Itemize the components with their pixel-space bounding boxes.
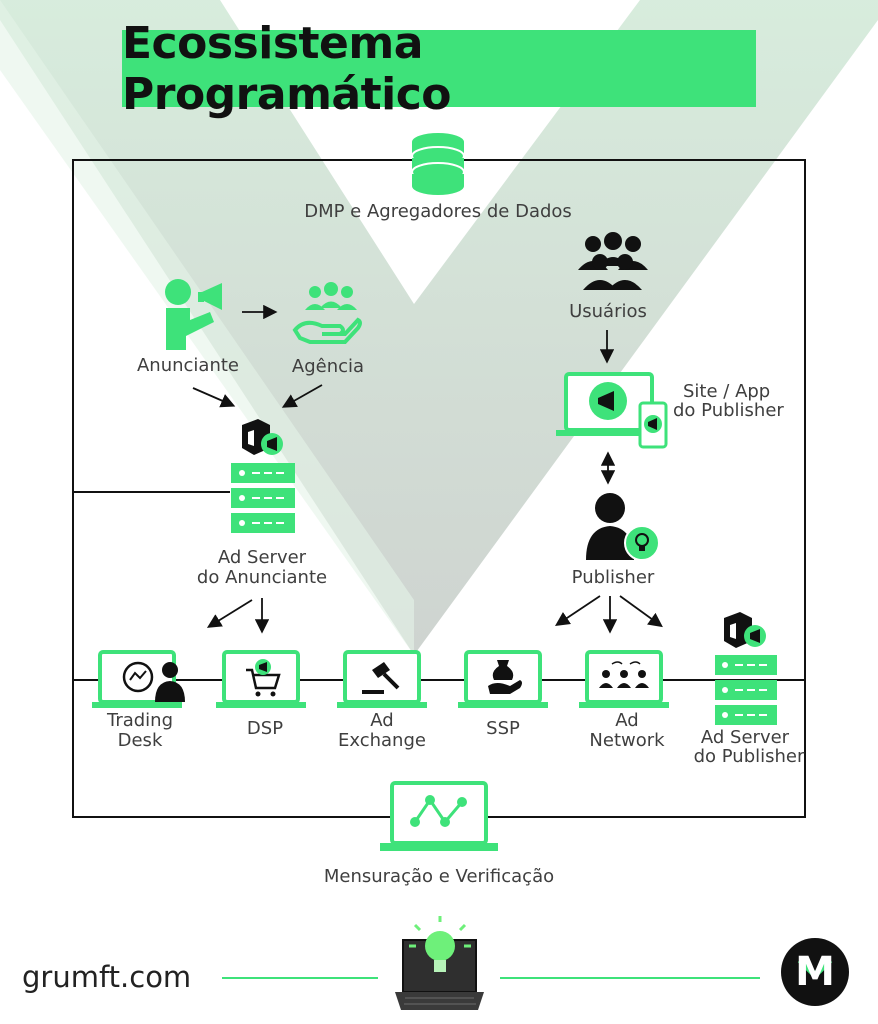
label-ad-network: Ad <box>615 710 639 731</box>
funnel-v-shape <box>0 0 878 655</box>
label-trading-desk: Trading <box>106 710 174 731</box>
label-dmp: DMP e Agregadores de Dados <box>304 201 572 222</box>
label-ad-server-anunciante-sub: do Anunciante <box>196 567 328 588</box>
advertiser-megaphone-icon <box>165 279 222 350</box>
label-mensuracao: Mensuração e Verificação <box>323 866 555 887</box>
arrow-publisher-adserverpub <box>619 595 663 628</box>
idea-laptop-icon <box>395 916 484 1010</box>
brand-logo <box>781 938 849 1006</box>
arrow-adserver-tradingdesk <box>206 599 253 628</box>
ad-exchange-laptop-icon <box>337 650 427 708</box>
label-ad-network-sub: Network <box>589 730 665 751</box>
arrow-publisher-ssp <box>555 595 601 626</box>
label-trading-desk-sub: Desk <box>117 730 163 751</box>
arrow-anunciante-adserver <box>192 387 236 408</box>
title-banner: Ecossistema Programático <box>122 18 756 120</box>
measurement-laptop-icon <box>380 781 498 851</box>
label-ad-server-anunciante: Ad Server <box>217 547 307 568</box>
label-anunciante: Anunciante <box>136 355 239 376</box>
footer-website-link[interactable]: grumft.com <box>22 960 192 994</box>
trading-desk-laptop-icon <box>92 650 185 708</box>
database-icon <box>411 133 465 195</box>
agency-hand-people-icon <box>292 282 362 344</box>
arrow-agencia-adserver <box>281 384 323 408</box>
label-site-app: Site / App <box>683 381 771 402</box>
label-ad-server-publisher: Ad Server <box>700 727 790 748</box>
ssp-laptop-icon <box>458 650 548 708</box>
page-title: Ecossistema Programático <box>122 17 452 120</box>
users-group-icon <box>578 232 648 290</box>
label-site-app-sub: do Publisher <box>673 400 784 421</box>
label-ssp: SSP <box>486 718 520 739</box>
label-dsp: DSP <box>246 718 284 739</box>
label-ad-server-publisher-sub: do Publisher <box>693 746 805 767</box>
dsp-laptop-icon <box>216 650 306 708</box>
label-publisher: Publisher <box>571 567 655 588</box>
label-agencia: Agência <box>291 356 365 377</box>
logo-letter: M <box>795 949 835 995</box>
ad-server-advertiser-icon <box>231 419 295 533</box>
ad-network-laptop-icon <box>579 650 669 708</box>
label-usuarios: Usuários <box>569 301 647 322</box>
publisher-site-laptop-icon <box>556 372 668 449</box>
label-ad-exchange: Ad <box>370 710 394 731</box>
label-ad-exchange-sub: Exchange <box>338 730 426 751</box>
publisher-person-icon <box>586 493 660 561</box>
funnel-left-light <box>0 0 414 655</box>
ad-server-publisher-icon <box>715 612 777 725</box>
